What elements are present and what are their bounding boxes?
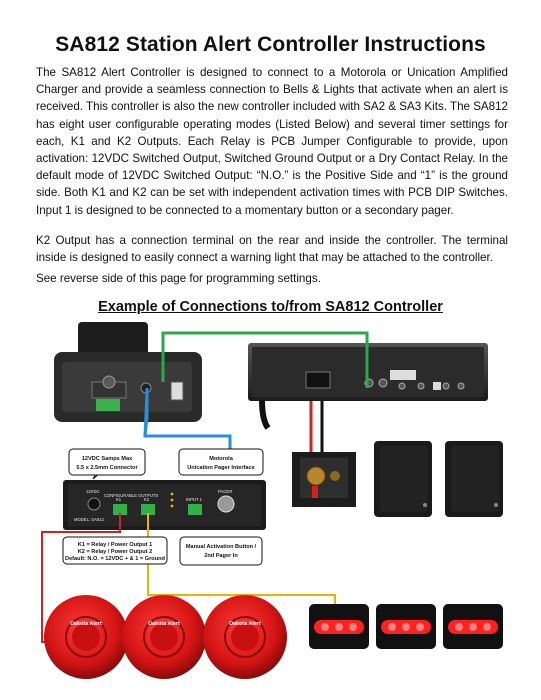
alarm-bell-3: Dakota Alert	[203, 595, 287, 679]
manual-callout-line2: 2nd Pager In	[204, 553, 238, 559]
relays-callout-line3: Default: N.O. = 12VDC + & 1 = Ground	[65, 556, 166, 562]
sa812-controller: CONFIGURABLE OUTPUTS K1 K2 INPUT 1 PAGER…	[63, 480, 266, 530]
page-title: SA812 Station Alert Controller Instructi…	[55, 33, 486, 56]
speaker-terminal	[292, 452, 356, 507]
green-wire	[161, 331, 369, 388]
relays-callout: K1 = Relay / Power Output 1 K2 = Relay /…	[62, 536, 168, 565]
manual-callout-line1: Manual Activation Button /	[186, 544, 257, 550]
pager-callout-line2: Unication Pager Interface	[187, 465, 254, 471]
k2-paragraph: K2 Output has a connection terminal on t…	[36, 234, 508, 265]
k2-label: K2	[144, 497, 150, 502]
relays-callout-line2: K2 = Relay / Power Output 2	[78, 549, 152, 555]
bell-3-label: Dakota Alert	[229, 621, 261, 627]
pager-charger	[54, 322, 202, 422]
bell-1-label: Dakota Alert	[70, 621, 102, 627]
diagram-title: Example of Connections to/from SA812 Con…	[98, 299, 443, 315]
speaker-right	[445, 441, 503, 517]
intro-paragraph: The SA812 Alert Controller is designed t…	[36, 66, 508, 217]
power-callout-line2: 5.5 x 2.5mm Connector	[76, 465, 138, 471]
warning-light-3	[443, 604, 503, 649]
manual-callout: Manual Activation Button / 2nd Pager In	[179, 536, 263, 566]
pager-port-label: PAGER	[218, 489, 232, 494]
bell-2-label: Dakota Alert	[148, 621, 180, 627]
alarm-bell-1: Dakota Alert	[44, 595, 128, 679]
reverse-side-note: See reverse side of this page for progra…	[36, 272, 321, 285]
input-label: INPUT 1	[186, 497, 203, 502]
pager-callout: Motorola Unication Pager Interface	[178, 448, 264, 476]
model-label: MODEL: SA812	[74, 517, 104, 522]
alarm-bell-2: Dakota Alert	[122, 595, 206, 679]
speaker-left	[374, 441, 432, 517]
warning-light-1	[309, 604, 369, 649]
power-callout-line1: 12VDC Samps Max	[82, 456, 133, 462]
pager-callout-line1: Motorola	[209, 456, 234, 462]
outputs-label: CONFIGURABLE OUTPUTS	[104, 493, 158, 498]
warning-light-2	[376, 604, 436, 649]
power-label: 12VDC	[86, 489, 100, 494]
relays-callout-line1: K1 = Relay / Power Output 1	[78, 542, 152, 548]
k1-label: K1	[116, 497, 122, 502]
power-callout: 12VDC Samps Max 5.5 x 2.5mm Connector	[68, 448, 146, 480]
